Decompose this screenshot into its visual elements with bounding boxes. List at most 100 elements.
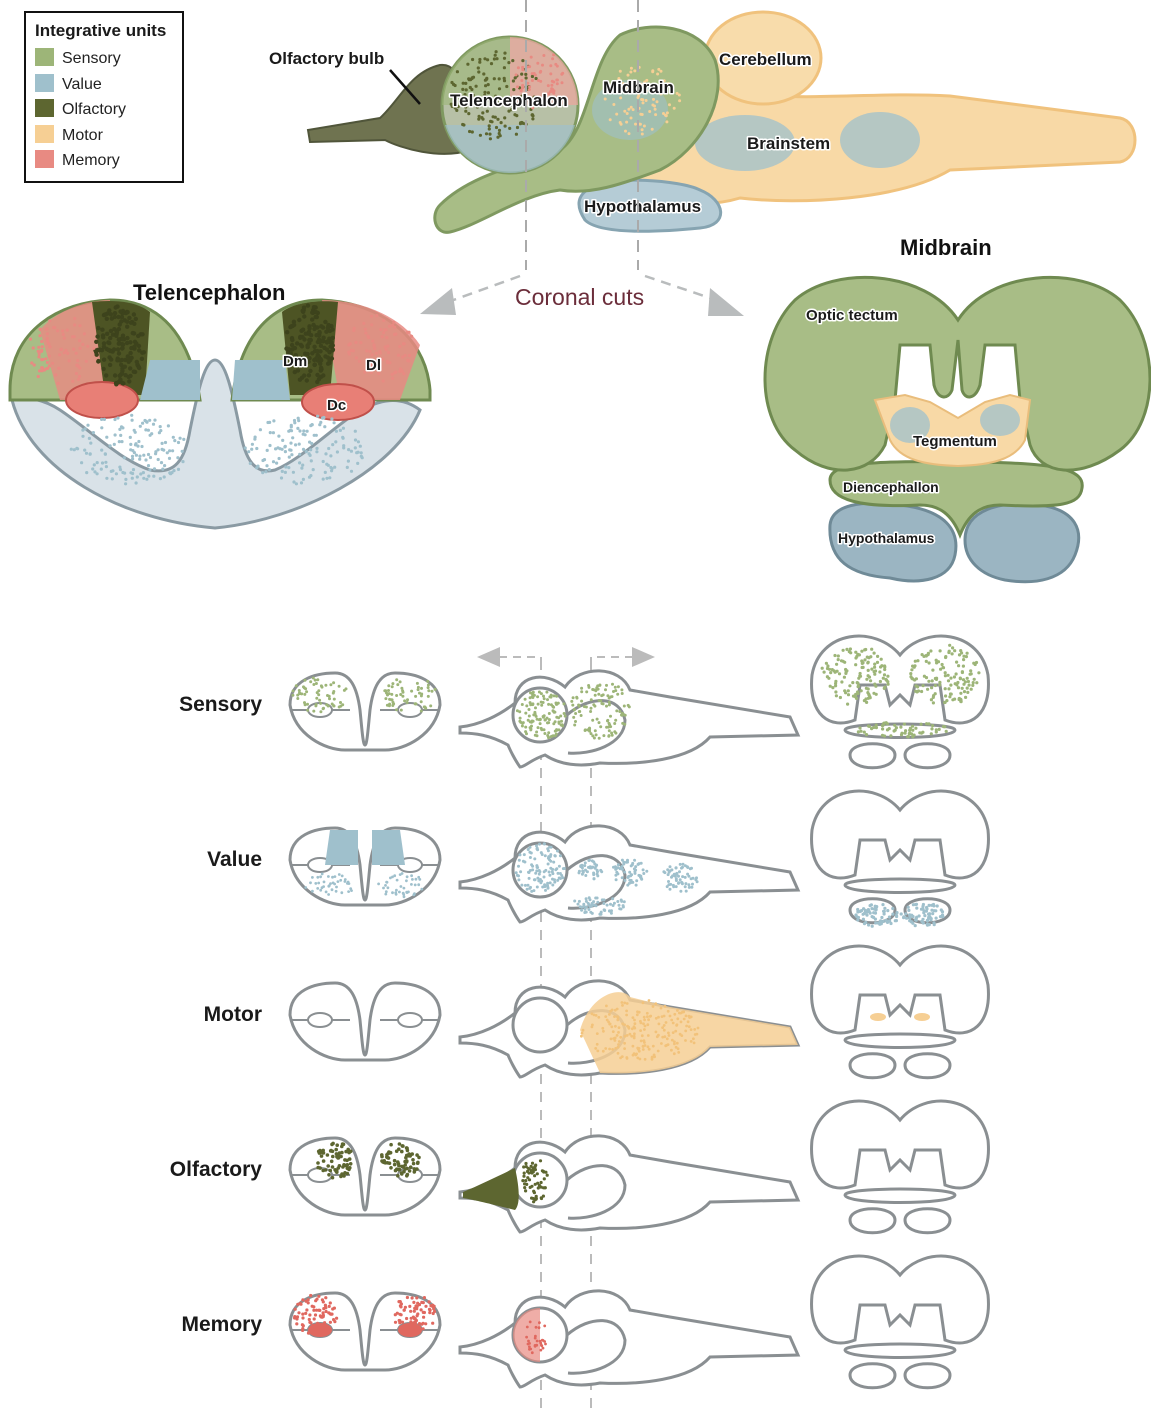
dot: [504, 125, 507, 128]
dot: [612, 690, 615, 693]
dot: [891, 907, 894, 910]
dot: [610, 1025, 613, 1028]
label-optic-tectum: Optic tectum: [806, 307, 898, 324]
dot: [876, 655, 879, 658]
dot: [592, 900, 595, 903]
dot: [591, 719, 594, 722]
dot: [553, 694, 556, 697]
dot: [71, 380, 74, 383]
dot: [517, 874, 520, 877]
dot: [134, 317, 138, 321]
dot: [32, 346, 35, 349]
dot: [478, 58, 481, 61]
dot: [126, 358, 130, 362]
dot: [307, 1301, 310, 1304]
dot: [316, 678, 319, 681]
dot: [407, 1152, 411, 1156]
dot: [125, 325, 129, 329]
dot: [462, 82, 465, 85]
dot: [161, 468, 164, 471]
dot: [581, 906, 584, 909]
label-tegmentum: Tegmentum: [913, 433, 997, 450]
dot: [109, 312, 113, 316]
dot: [306, 430, 309, 433]
dot: [319, 875, 322, 878]
dot: [925, 660, 928, 663]
dot: [319, 421, 322, 424]
dot: [279, 447, 282, 450]
dot: [382, 331, 385, 334]
dot: [661, 1015, 664, 1018]
legend-swatch-motor: [35, 125, 54, 143]
dot: [556, 65, 559, 68]
dot: [547, 731, 550, 734]
dot: [621, 692, 624, 695]
dot: [636, 1013, 639, 1016]
dot: [612, 103, 615, 106]
dot: [148, 419, 151, 422]
dot: [895, 915, 898, 918]
dot: [539, 80, 542, 83]
dot: [355, 451, 358, 454]
dot: [697, 1027, 700, 1030]
dot: [910, 732, 913, 735]
dot: [521, 725, 524, 728]
dot: [305, 378, 309, 382]
dot: [417, 1156, 421, 1160]
dot: [46, 327, 49, 330]
dot: [413, 1317, 416, 1320]
dot: [690, 886, 693, 889]
dot: [863, 922, 866, 925]
dot: [330, 327, 334, 331]
dot: [101, 335, 105, 339]
dot: [521, 722, 524, 725]
dot: [293, 421, 296, 424]
dot: [37, 346, 40, 349]
dot: [89, 453, 92, 456]
dot: [899, 726, 902, 729]
dot: [384, 345, 387, 348]
dot: [268, 444, 271, 447]
dot: [972, 681, 975, 684]
dot: [656, 100, 659, 103]
dot: [595, 865, 598, 868]
dot: [534, 1183, 537, 1186]
dot: [78, 366, 81, 369]
dot: [876, 661, 879, 664]
dot: [535, 864, 538, 867]
dot: [594, 729, 597, 732]
dot: [834, 690, 837, 693]
dot: [322, 885, 325, 888]
dot: [325, 891, 328, 894]
arrow-right-head: [708, 288, 744, 316]
dot: [639, 875, 642, 878]
dot: [382, 379, 385, 382]
lateral-brain-outline: [460, 826, 798, 922]
dot: [398, 345, 401, 348]
dot: [970, 688, 973, 691]
dot: [54, 373, 57, 376]
dot: [76, 359, 79, 362]
dot: [602, 902, 605, 905]
dot: [414, 884, 417, 887]
dot: [652, 1045, 655, 1048]
dot: [874, 921, 877, 924]
dot: [584, 869, 587, 872]
dot: [621, 722, 624, 725]
dot: [335, 1143, 339, 1147]
dot: [973, 678, 976, 681]
dot: [488, 127, 491, 130]
dot: [66, 329, 69, 332]
dot: [880, 664, 883, 667]
telencephalon-mini-motor: [290, 983, 440, 1060]
dot: [672, 1031, 675, 1034]
dot: [142, 350, 146, 354]
dot: [578, 871, 581, 874]
dot: [531, 720, 534, 723]
dot: [312, 468, 315, 471]
dot: [372, 343, 375, 346]
dot: [324, 1296, 327, 1299]
dot: [416, 1161, 420, 1165]
dot: [926, 919, 929, 922]
dot: [834, 682, 837, 685]
